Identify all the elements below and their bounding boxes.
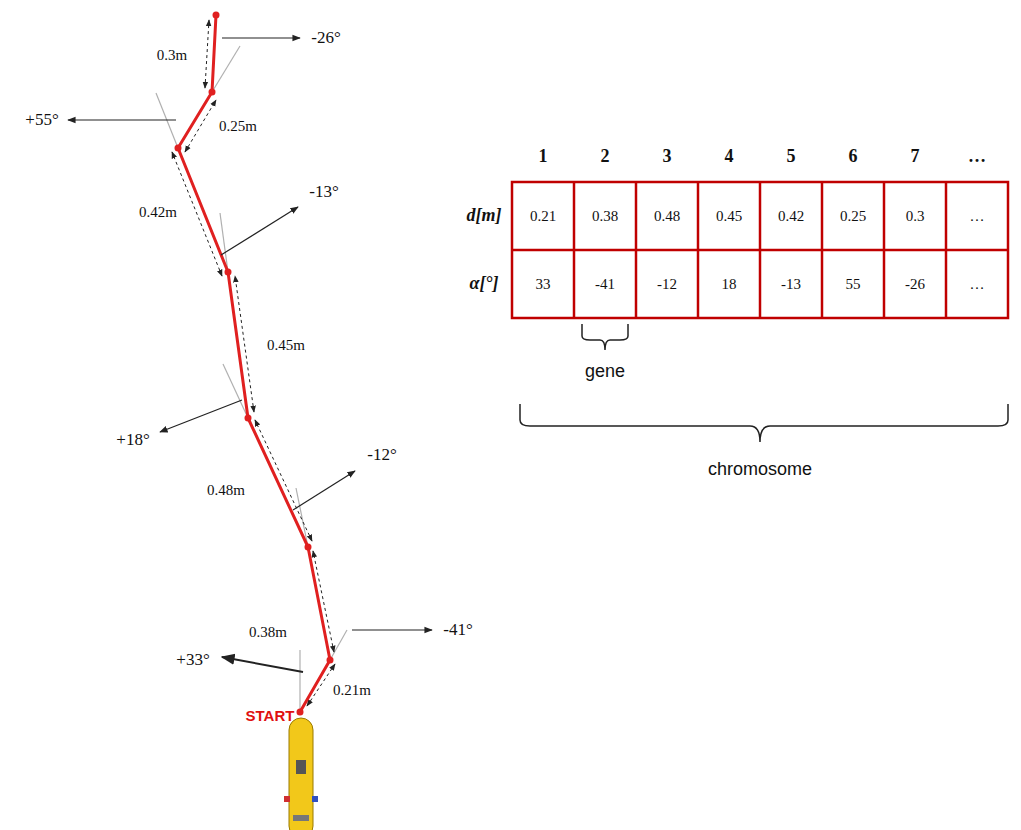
column-number: 2 [601, 147, 610, 167]
table-cell: 0.38 [592, 208, 618, 225]
gene-bracket [582, 324, 628, 350]
table-cell: -26 [905, 276, 925, 293]
table-cell: -13 [781, 276, 801, 293]
row-header: d[m] [467, 206, 502, 226]
column-number: 7 [911, 147, 920, 167]
angle-label: -26° [311, 29, 340, 48]
table-cell: 0.42 [778, 208, 804, 225]
column-number: 4 [725, 147, 734, 167]
distance-label: 0.38m [249, 624, 287, 641]
table-cell: 0.21 [530, 208, 556, 225]
table-cell: 0.3 [906, 208, 925, 225]
table-cell: … [970, 276, 985, 293]
column-number: 5 [787, 147, 796, 167]
column-number: … [968, 147, 986, 167]
distance-label: 0.21m [333, 682, 371, 699]
distance-label: 0.42m [139, 204, 177, 221]
table-cell: 18 [722, 276, 737, 293]
angle-label: -12° [367, 446, 396, 465]
gene-label: gene [585, 362, 625, 382]
angle-arrow [222, 657, 303, 672]
distance-label: 0.45m [267, 337, 305, 354]
chromosome-table [512, 182, 1008, 318]
distance-label: 0.3m [157, 47, 187, 64]
table-cell: -41 [595, 276, 615, 293]
chromosome-bracket [520, 404, 1008, 442]
angle-label: -41° [443, 621, 472, 640]
angle-label: +55° [25, 111, 58, 130]
table-cell: 33 [536, 276, 551, 293]
angle-label: +33° [176, 651, 209, 670]
table-cell: 0.45 [716, 208, 742, 225]
chromosome-label: chromosome [708, 460, 812, 480]
waypoints [175, 12, 334, 716]
angle-label: -13° [309, 183, 338, 202]
table-cell: 0.48 [654, 208, 680, 225]
table-cell: 55 [846, 276, 861, 293]
distance-arrows [172, 20, 335, 706]
column-number: 3 [663, 147, 672, 167]
angle-label: +18° [116, 431, 149, 450]
distance-label: 0.48m [207, 482, 245, 499]
reference-lines [156, 46, 347, 712]
table-cell: -12 [657, 276, 677, 293]
column-number: 1 [539, 147, 548, 167]
angle-arrows [68, 38, 432, 630]
vehicle-path [178, 15, 330, 712]
row-header: α[°] [469, 274, 498, 294]
auv-vehicle [284, 718, 318, 830]
start-label: START [246, 708, 295, 725]
distance-label: 0.25m [219, 118, 257, 135]
table-cell: 0.25 [840, 208, 866, 225]
column-number: 6 [849, 147, 858, 167]
table-cell: … [970, 208, 985, 225]
